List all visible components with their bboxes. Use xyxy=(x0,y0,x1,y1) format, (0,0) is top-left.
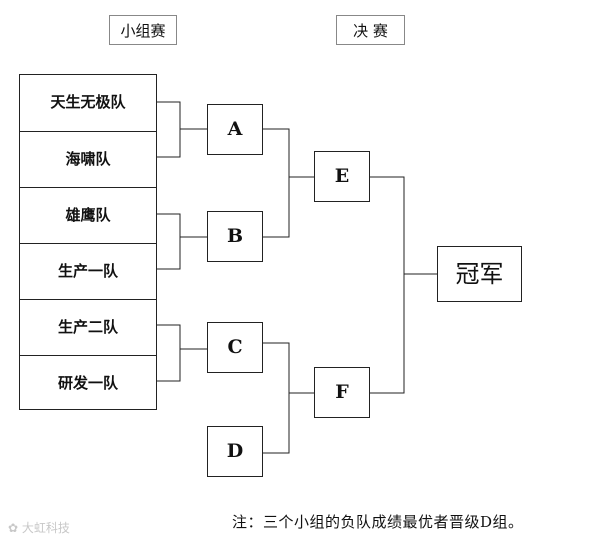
team-4: 生产一队 xyxy=(20,243,156,298)
connector-team3-b xyxy=(157,213,181,270)
group-c: C xyxy=(207,322,263,373)
group-a: A xyxy=(207,104,263,155)
team-5: 生产二队 xyxy=(20,299,156,354)
watermark-text: 大虹科技 xyxy=(21,521,70,535)
team-3: 雄鹰队 xyxy=(20,187,156,242)
team-2: 海啸队 xyxy=(20,131,156,186)
champion-box: 冠军 xyxy=(437,246,522,302)
final-e: E xyxy=(314,151,370,202)
watermark-icon: ✿ xyxy=(8,521,19,535)
team-6: 研发一队 xyxy=(20,355,156,410)
header-final-stage: 决 赛 xyxy=(336,15,405,45)
group-d: D xyxy=(207,426,263,477)
final-f: F xyxy=(314,367,370,418)
connector-c-d xyxy=(263,342,290,454)
header-group-stage: 小组赛 xyxy=(109,15,177,45)
team-list: 天生无极队 海啸队 雄鹰队 生产一队 生产二队 研发一队 xyxy=(19,74,157,410)
watermark: ✿ 大虹科技 xyxy=(8,519,70,536)
connector-team1-a xyxy=(157,101,181,158)
connector-e-f xyxy=(370,176,405,394)
group-b: B xyxy=(207,211,263,262)
team-1: 天生无极队 xyxy=(50,93,126,111)
connector-team5-c xyxy=(157,324,181,382)
footnote: 注：三个小组的负队成绩最优者晋级D组。 xyxy=(232,513,524,531)
connector-a-b xyxy=(263,128,290,238)
